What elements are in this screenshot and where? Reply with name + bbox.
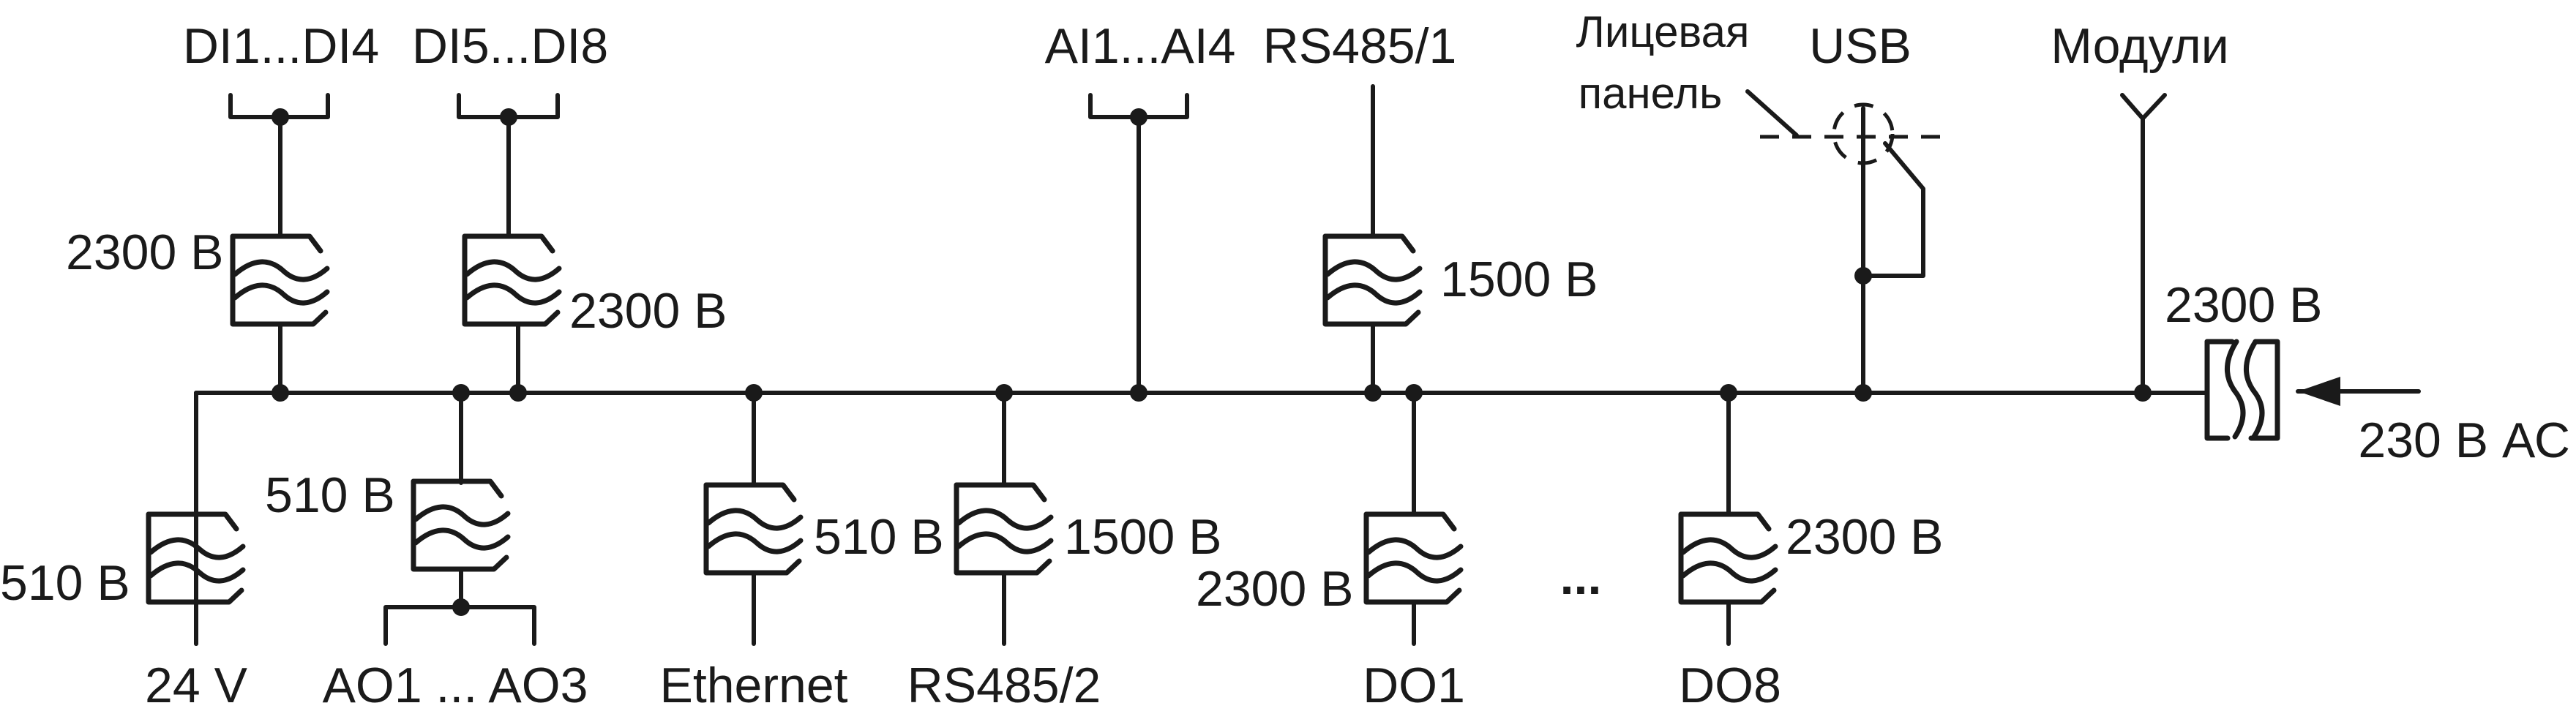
branch-rs485-1 xyxy=(1325,84,1420,402)
isolation-do8-icon xyxy=(1681,514,1775,602)
label-di5-di8: DI5...DI8 xyxy=(412,18,608,74)
label-ao1-ao3: AO1 ... AO3 xyxy=(323,658,588,713)
voltage-di1-di4: 2300 В xyxy=(66,225,224,280)
label-do1: DO1 xyxy=(1363,658,1465,713)
isolation-ethernet-icon xyxy=(706,485,801,573)
label-do8: DO8 xyxy=(1679,658,1781,713)
isolation-power-icon xyxy=(2207,342,2277,438)
voltage-do8: 2300 В xyxy=(1786,509,1944,565)
isolation-di1-di4-icon xyxy=(233,236,327,324)
label-front-panel-1: Лицевая xyxy=(1576,7,1749,56)
branch-modules xyxy=(2120,93,2167,402)
branch-do8 xyxy=(1681,384,1775,646)
branch-ai1-ai4 xyxy=(1088,93,1189,402)
label-ethernet: Ethernet xyxy=(659,658,847,713)
branch-rs485-2 xyxy=(956,384,1051,646)
voltage-ethernet: 510 В xyxy=(814,509,944,565)
voltage-rs485-1: 1500 В xyxy=(1440,252,1598,307)
branch-ao xyxy=(383,384,536,646)
branch-power xyxy=(2141,342,2421,438)
label-24v: 24 V xyxy=(145,658,248,713)
label-rs485-1: RS485/1 xyxy=(1263,18,1457,74)
branch-usb xyxy=(1745,89,1952,402)
label-power-input: 230 В АС xyxy=(2358,413,2570,468)
arrow-head-icon xyxy=(2298,377,2340,406)
label-front-panel-2: панель xyxy=(1579,69,1723,118)
label-rs485-2: RS485/2 xyxy=(907,658,1101,713)
voltage-rs485-2: 1500 В xyxy=(1064,509,1222,565)
label-modules: Модули xyxy=(2051,18,2229,74)
voltage-24v: 510 В xyxy=(0,555,130,611)
isolation-ao-icon xyxy=(413,481,508,569)
branch-ethernet xyxy=(706,384,801,646)
label-ellipsis: ... xyxy=(1560,549,1602,605)
voltage-do1: 2300 В xyxy=(1196,561,1354,617)
branch-di1-di4 xyxy=(228,93,330,402)
label-di1-di4: DI1...DI4 xyxy=(183,18,379,74)
voltage-di5-di8: 2300 В xyxy=(569,283,727,339)
isolation-rs485-2-icon xyxy=(956,485,1051,573)
isolation-di5-di8-icon xyxy=(465,236,559,324)
isolation-do1-icon xyxy=(1366,514,1461,602)
voltage-power: 2300 В xyxy=(2165,277,2323,333)
label-usb: USB xyxy=(1809,18,1912,74)
branch-24v xyxy=(149,514,243,646)
isolation-rs485-1-icon xyxy=(1325,236,1420,324)
branch-do1 xyxy=(1366,384,1461,646)
voltage-ao: 510 В xyxy=(265,467,395,523)
branch-di5-di8 xyxy=(457,93,559,402)
label-ai1-ai4: AI1...AI4 xyxy=(1045,18,1236,74)
